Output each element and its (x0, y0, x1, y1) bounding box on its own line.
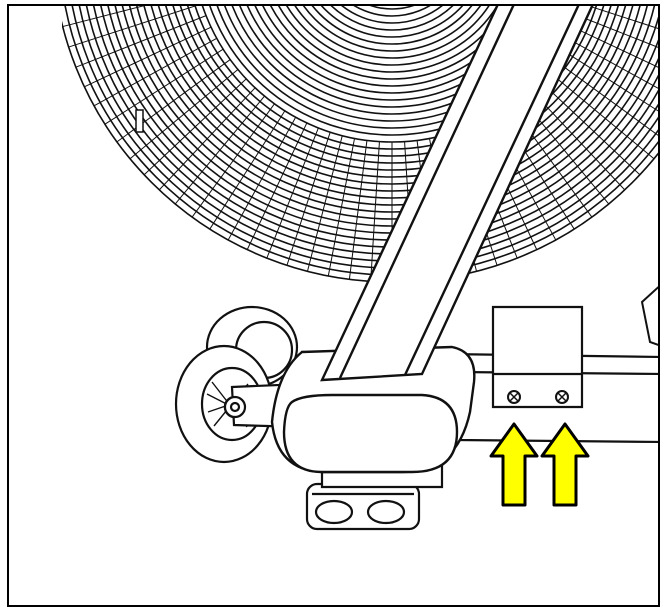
foot-block (305, 482, 421, 531)
up-arrow-icon (540, 422, 590, 507)
fan-spoke (143, 78, 247, 176)
fan-ring (320, 6, 464, 38)
fan-ring (294, 6, 490, 59)
fan-ring (302, 6, 482, 52)
fan-spoke (75, 15, 207, 68)
fan-ring (223, 6, 561, 122)
left-screw (507, 390, 521, 404)
fan-spoke (62, 6, 145, 28)
fan-spoke (246, 122, 308, 250)
fan-spoke (158, 87, 256, 191)
fan-spoke (327, 138, 356, 277)
fan-ring (311, 6, 473, 45)
right-frame-piece (640, 286, 658, 346)
right-arrow-callout (540, 422, 590, 507)
diagram-frame (7, 4, 660, 607)
fan-spoke (209, 110, 286, 230)
fan-ring (216, 6, 568, 129)
fan-spoke (93, 37, 217, 107)
fan-spoke (116, 59, 231, 143)
left-arrow-callout (489, 422, 539, 507)
up-arrow-icon (489, 422, 539, 507)
fan-spoke (577, 15, 658, 48)
fan-spoke (545, 69, 655, 160)
fan-spoke (129, 69, 239, 160)
fan-ring (353, 6, 431, 17)
fan-ring (254, 6, 530, 94)
fan-ring (270, 6, 514, 80)
mounting-bracket (491, 305, 584, 409)
fan-spoke (572, 26, 658, 68)
fan-ring (246, 6, 538, 101)
main-post (320, 6, 594, 382)
fan-spoke (174, 95, 265, 205)
fan-ring (277, 6, 507, 73)
fan-ring (286, 6, 498, 66)
fan-spoke (84, 26, 212, 88)
fan-spoke (370, 141, 380, 282)
fan-spoke (306, 135, 343, 272)
fan-spoke (537, 78, 641, 176)
fan-spoke (567, 37, 658, 89)
fan-spoke (266, 127, 319, 259)
fan-ring (231, 6, 553, 115)
assembly-illustration (62, 6, 658, 531)
fan-spoke (104, 48, 224, 125)
fan-spoke (560, 48, 658, 112)
fan-spoke (227, 117, 297, 241)
fan-ring (341, 6, 443, 24)
fan-side-bolt (135, 109, 144, 133)
fan-spoke (68, 6, 197, 48)
right-screw (555, 390, 569, 404)
fan-ring (239, 6, 545, 108)
fan-ring (209, 6, 575, 136)
fan-spoke (191, 103, 275, 218)
fan-spoke (587, 6, 658, 29)
fan-spoke (348, 140, 368, 280)
fan-ring (330, 6, 454, 31)
fan-spoke (286, 132, 331, 266)
fan-ring (262, 6, 522, 87)
fan-ring (369, 6, 415, 10)
fan-spoke (553, 59, 658, 136)
